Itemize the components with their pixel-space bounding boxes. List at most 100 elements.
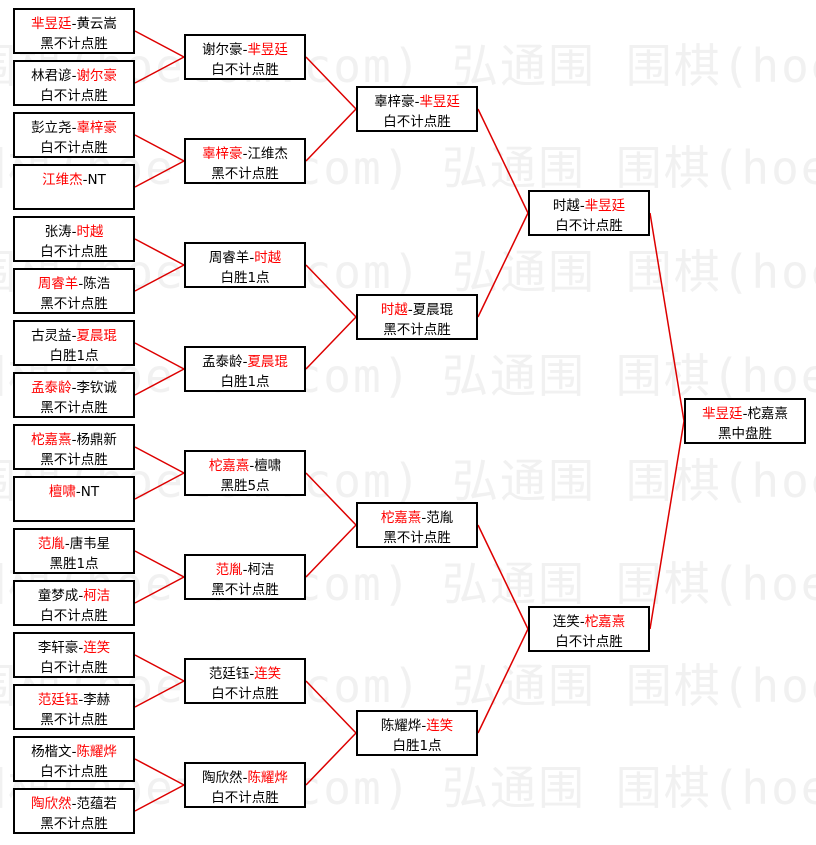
match-box-round1: 檀啸-NT <box>13 476 135 522</box>
player-name: 李钦诚 <box>76 380 117 396</box>
match-box-round2: 柁嘉熹-檀啸黑胜5点 <box>184 450 306 496</box>
match-result: 白不计点胜 <box>40 764 108 780</box>
player-separator: - <box>249 250 255 266</box>
match-box-round2: 辜梓豪-江维杰黑不计点胜 <box>184 138 306 184</box>
winner-name: 檀啸 <box>48 484 76 500</box>
match-players: 杨楷文-陈耀烨 <box>15 742 133 762</box>
bracket-connector <box>305 472 357 526</box>
match-box-round2: 孟泰龄-夏晨琨白胜1点 <box>184 346 306 392</box>
match-players: 童梦成-柯洁 <box>15 586 133 606</box>
match-players: 范胤-唐韦星 <box>15 534 133 554</box>
bracket-connector <box>305 108 357 162</box>
match-players: 李轩豪-连笑 <box>15 638 133 658</box>
match-result: 黑中盘胜 <box>718 426 772 442</box>
winner-name: 柁嘉熹 <box>31 432 72 448</box>
player-separator: - <box>64 536 70 552</box>
player-name: 辜梓豪 <box>374 94 415 110</box>
match-box-round1: 孟泰龄-李钦诚黑不计点胜 <box>13 372 135 418</box>
bracket-connector <box>649 420 685 630</box>
match-result: 白不计点胜 <box>383 114 451 130</box>
player-separator: - <box>71 328 77 344</box>
match-result: 白不计点胜 <box>555 218 623 234</box>
match-players: 辜梓豪-江维杰 <box>186 144 304 164</box>
match-players: 陈耀烨-连笑 <box>358 716 476 736</box>
winner-name: 连笑 <box>426 718 454 734</box>
player-name: 陶欣然 <box>202 770 243 786</box>
match-result: 黑不计点胜 <box>211 166 279 182</box>
player-separator: - <box>71 224 77 240</box>
match-box-round2: 范廷钰-连笑白不计点胜 <box>184 658 306 704</box>
match-players: 孟泰龄-李钦诚 <box>15 378 133 398</box>
bracket-connector <box>305 56 357 110</box>
player-separator: - <box>71 16 77 32</box>
player-name: 范蕴若 <box>76 796 117 812</box>
match-players: 芈昱廷-黄云嵩 <box>15 14 133 34</box>
bracket-connector <box>305 680 357 734</box>
match-box-round1: 童梦成-柯洁白不计点胜 <box>13 580 135 626</box>
match-players: 辜梓豪-芈昱廷 <box>358 92 476 112</box>
player-name: 杨楷文 <box>31 744 72 760</box>
player-separator: - <box>78 640 84 656</box>
player-separator: - <box>242 770 248 786</box>
match-players: 范胤-柯洁 <box>186 560 304 580</box>
match-result: 白胜1点 <box>49 348 99 364</box>
winner-name: 芈昱廷 <box>702 406 743 422</box>
match-players: 孟泰龄-夏晨琨 <box>186 352 304 372</box>
player-name: 黄云嵩 <box>76 16 117 32</box>
match-result: 白不计点胜 <box>40 660 108 676</box>
bracket-connector <box>477 108 529 214</box>
match-result: 黑不计点胜 <box>40 816 108 832</box>
match-players: 时越-夏晨琨 <box>358 300 476 320</box>
winner-name: 芈昱廷 <box>584 198 626 214</box>
player-name: 柁嘉熹 <box>747 406 788 422</box>
player-separator: - <box>242 42 248 58</box>
player-separator: - <box>579 614 585 630</box>
match-players: 谢尔豪-芈昱廷 <box>186 40 304 60</box>
player-name: 时越 <box>552 198 580 214</box>
match-box-round1: 古灵益-夏晨琨白胜1点 <box>13 320 135 366</box>
player-name: 童梦成 <box>37 588 79 604</box>
winner-name: 时越 <box>76 224 104 240</box>
bracket-connector <box>134 576 185 604</box>
match-players: 张涛-时越 <box>15 222 133 242</box>
match-result: 白胜1点 <box>220 374 270 390</box>
match-box-round3: 柁嘉熹-范胤黑不计点胜 <box>356 502 478 548</box>
match-result: 白胜1点 <box>220 270 270 286</box>
winner-name: 时越 <box>254 250 282 266</box>
player-name: 唐韦星 <box>69 536 111 552</box>
match-players: 连笑-柁嘉熹 <box>530 612 648 632</box>
winner-name: 周睿羊 <box>37 276 79 292</box>
player-separator: - <box>242 146 248 162</box>
player-separator: - <box>421 510 427 526</box>
winner-name: 陶欣然 <box>31 796 72 812</box>
player-separator: - <box>78 588 84 604</box>
match-box-round1: 杨楷文-陈耀烨白不计点胜 <box>13 736 135 782</box>
player-separator: - <box>579 198 585 214</box>
match-result: 黑不计点胜 <box>383 322 451 338</box>
bracket-connector <box>305 264 357 318</box>
player-separator: - <box>75 484 81 500</box>
winner-name: 芈昱廷 <box>247 42 288 58</box>
player-name: 范胤 <box>426 510 454 526</box>
match-box-round2: 陶欣然-陈耀烨白不计点胜 <box>184 762 306 808</box>
match-box-round2: 范胤-柯洁黑不计点胜 <box>184 554 306 600</box>
match-box-round4: 时越-芈昱廷白不计点胜 <box>528 190 650 236</box>
player-name: 古灵益 <box>31 328 72 344</box>
winner-name: 连笑 <box>83 640 111 656</box>
match-result: 白不计点胜 <box>40 244 108 260</box>
player-separator: - <box>71 432 77 448</box>
match-players: 陶欣然-陈耀烨 <box>186 768 304 788</box>
match-players: 周睿羊-时越 <box>186 248 304 268</box>
bracket-connector <box>134 472 185 500</box>
winner-name: 范廷钰 <box>37 692 79 708</box>
match-box-round3: 陈耀烨-连笑白胜1点 <box>356 710 478 756</box>
match-result: 黑不计点胜 <box>383 530 451 546</box>
player-name: NT <box>87 172 106 188</box>
bracket-connector <box>134 654 185 682</box>
player-separator: - <box>249 666 255 682</box>
winner-name: 陈耀烨 <box>247 770 288 786</box>
match-players: 江维杰-NT <box>15 170 133 190</box>
winner-name: 孟泰龄 <box>31 380 72 396</box>
match-players: 芈昱廷-柁嘉熹 <box>686 404 804 424</box>
